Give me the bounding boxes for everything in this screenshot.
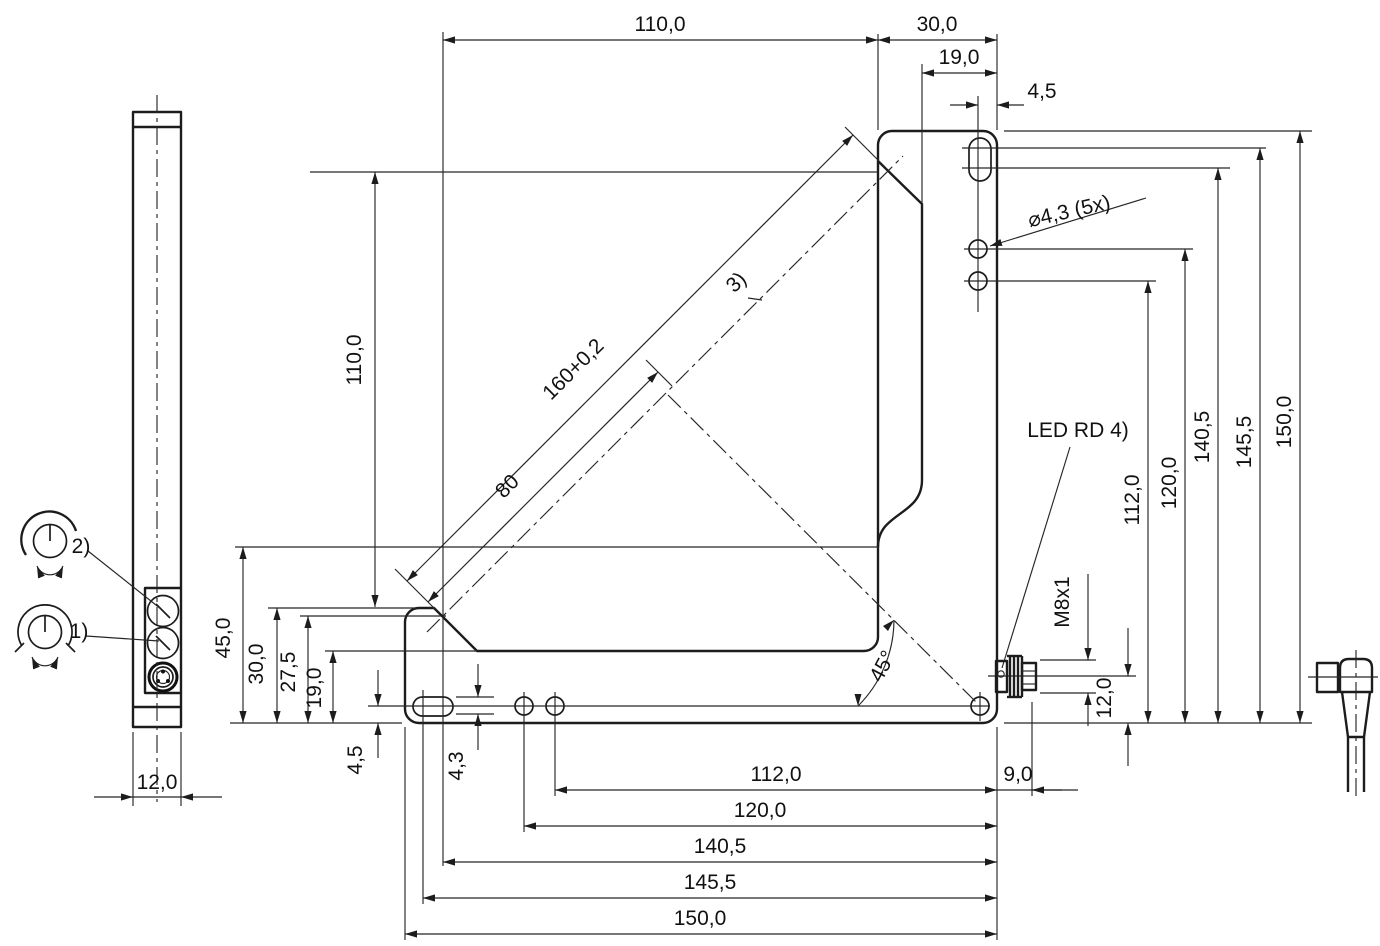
extension-lines xyxy=(230,32,1312,940)
dimension-lines xyxy=(239,36,1304,938)
dim-right-140-label: 140,5 xyxy=(1191,411,1214,464)
dim-bottom-offset-label: 9,0 xyxy=(1003,763,1032,786)
side-m8-socket xyxy=(147,661,179,693)
dim-right-112-label: 112,0 xyxy=(1121,475,1144,526)
m8-connector xyxy=(994,654,1038,699)
deflected-axis xyxy=(667,394,977,703)
callout-holes-label: ⌀4,3 (5x) xyxy=(1026,191,1113,232)
cable-head xyxy=(1338,657,1374,694)
dim-left-19-label: 19,0 xyxy=(303,668,326,709)
slot-hole-top xyxy=(968,137,992,182)
leader-knob-2 xyxy=(87,550,162,610)
callout-thread-label: M8x1 xyxy=(1051,576,1074,627)
dim-bottom-120-label: 120,0 xyxy=(734,799,787,822)
dim-bottom-150-label: 150,0 xyxy=(674,907,727,930)
mirror-seam-contour xyxy=(876,161,924,548)
dim-left-4-5-label: 4,5 xyxy=(344,745,367,774)
knob-1-label: 1) xyxy=(70,620,89,643)
dim-bottom-112-label: 112,0 xyxy=(751,763,802,786)
dim-diagonal-half-label: 80 xyxy=(491,470,524,503)
dim-top-hole-edge-label: 4,5 xyxy=(1027,80,1056,103)
dim-left-27-label: 27,5 xyxy=(277,652,300,693)
callout-led-label: LED RD 4) xyxy=(1027,419,1129,442)
dim-right-150-label: 150,0 xyxy=(1273,396,1296,449)
body-outer-contour xyxy=(403,129,999,725)
dim-left-45-label: 45,0 xyxy=(212,618,235,659)
knob-2-label: 2) xyxy=(72,535,91,558)
dim-left-4-3-label: 4,3 xyxy=(445,751,468,780)
dim-side-width-label: 12,0 xyxy=(137,771,178,794)
connector-thread xyxy=(1020,661,1038,692)
dim-connector-center-label: 12,0 xyxy=(1093,678,1116,719)
cable-connector xyxy=(1308,650,1378,800)
adjuster-screw-lower xyxy=(146,626,180,660)
dim-angle-label: 45° xyxy=(865,647,900,686)
dimension-labels: 110,0 30,0 19,0 4,5 ⌀4,3 (5x) LED RD 4) … xyxy=(70,13,1296,930)
dim-right-120-label: 120,0 xyxy=(1158,457,1181,510)
diagonal-axis xyxy=(426,155,904,633)
knob-symbol-2 xyxy=(20,510,78,579)
leader-knob-1 xyxy=(85,635,160,642)
knob-symbols xyxy=(14,510,162,670)
dim-top-narrow-label: 19,0 xyxy=(939,46,980,69)
dim-left-30-label: 30,0 xyxy=(245,644,268,685)
dim-left-110-label: 110,0 xyxy=(343,335,366,386)
dim-bottom-140-label: 140,5 xyxy=(694,835,747,858)
led-indicator xyxy=(997,670,1005,678)
dim-top-bar-label: 30,0 xyxy=(917,13,958,36)
dim-right-145-label: 145,5 xyxy=(1233,416,1256,469)
adjuster-screw-upper xyxy=(146,594,180,628)
main-body-outline xyxy=(403,129,999,725)
side-view xyxy=(94,95,222,806)
knob-symbol-1 xyxy=(14,604,76,670)
dim-bottom-145-label: 145,5 xyxy=(684,871,737,894)
note-3-label: 3) xyxy=(722,268,751,297)
dim-diagonal-length-label: 160+0,2 xyxy=(538,334,608,404)
connector-flange xyxy=(994,659,1009,694)
mounting-holes xyxy=(412,137,992,717)
dim-top-width-label: 110,0 xyxy=(635,13,686,36)
